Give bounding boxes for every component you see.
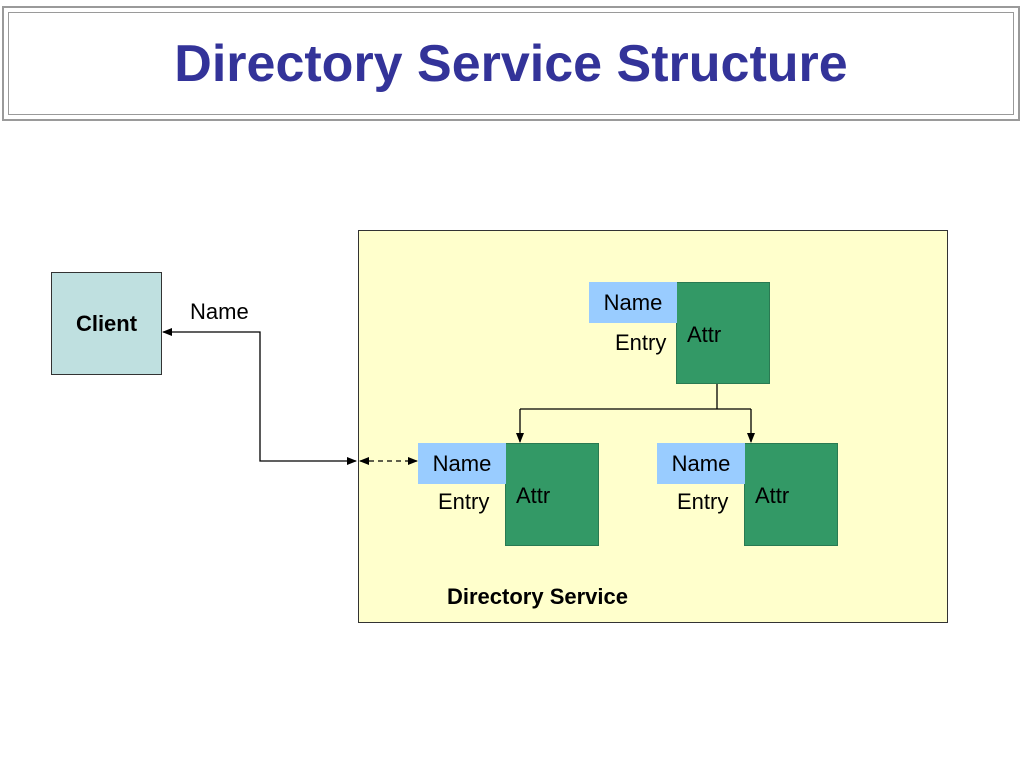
slide-title: Directory Service Structure bbox=[174, 34, 848, 93]
title-frame-inner-border bbox=[8, 12, 1014, 115]
right-entry-name: Name bbox=[671, 450, 731, 476]
left-entry-entry-label: Entry bbox=[438, 489, 490, 514]
root-entry-attr-block bbox=[676, 282, 770, 384]
left-entry-attr-block bbox=[505, 443, 599, 546]
client-node: Client bbox=[51, 272, 162, 375]
right-entry-entry-label: Entry bbox=[677, 489, 729, 514]
left-entry-name-strip: Name bbox=[418, 443, 506, 484]
title-frame: Directory Service Structure bbox=[2, 6, 1020, 121]
root-entry-name-strip: Name bbox=[589, 282, 677, 323]
left-entry-attr-label: Attr bbox=[516, 483, 551, 508]
right-entry-attr-label: Attr bbox=[755, 483, 790, 508]
directory-service-label: Directory Service bbox=[447, 584, 628, 609]
name-link-label: Name bbox=[190, 299, 249, 324]
root-entry-entry-label: Entry bbox=[615, 330, 667, 355]
right-entry-attr-block bbox=[744, 443, 838, 546]
client-connector-line bbox=[162, 328, 357, 465]
root-entry-name: Name bbox=[603, 289, 663, 315]
root-entry-attr-label: Attr bbox=[687, 322, 722, 347]
client-label: Client bbox=[75, 310, 138, 336]
right-entry-name-strip: Name bbox=[657, 443, 745, 484]
left-entry-name: Name bbox=[432, 450, 492, 476]
